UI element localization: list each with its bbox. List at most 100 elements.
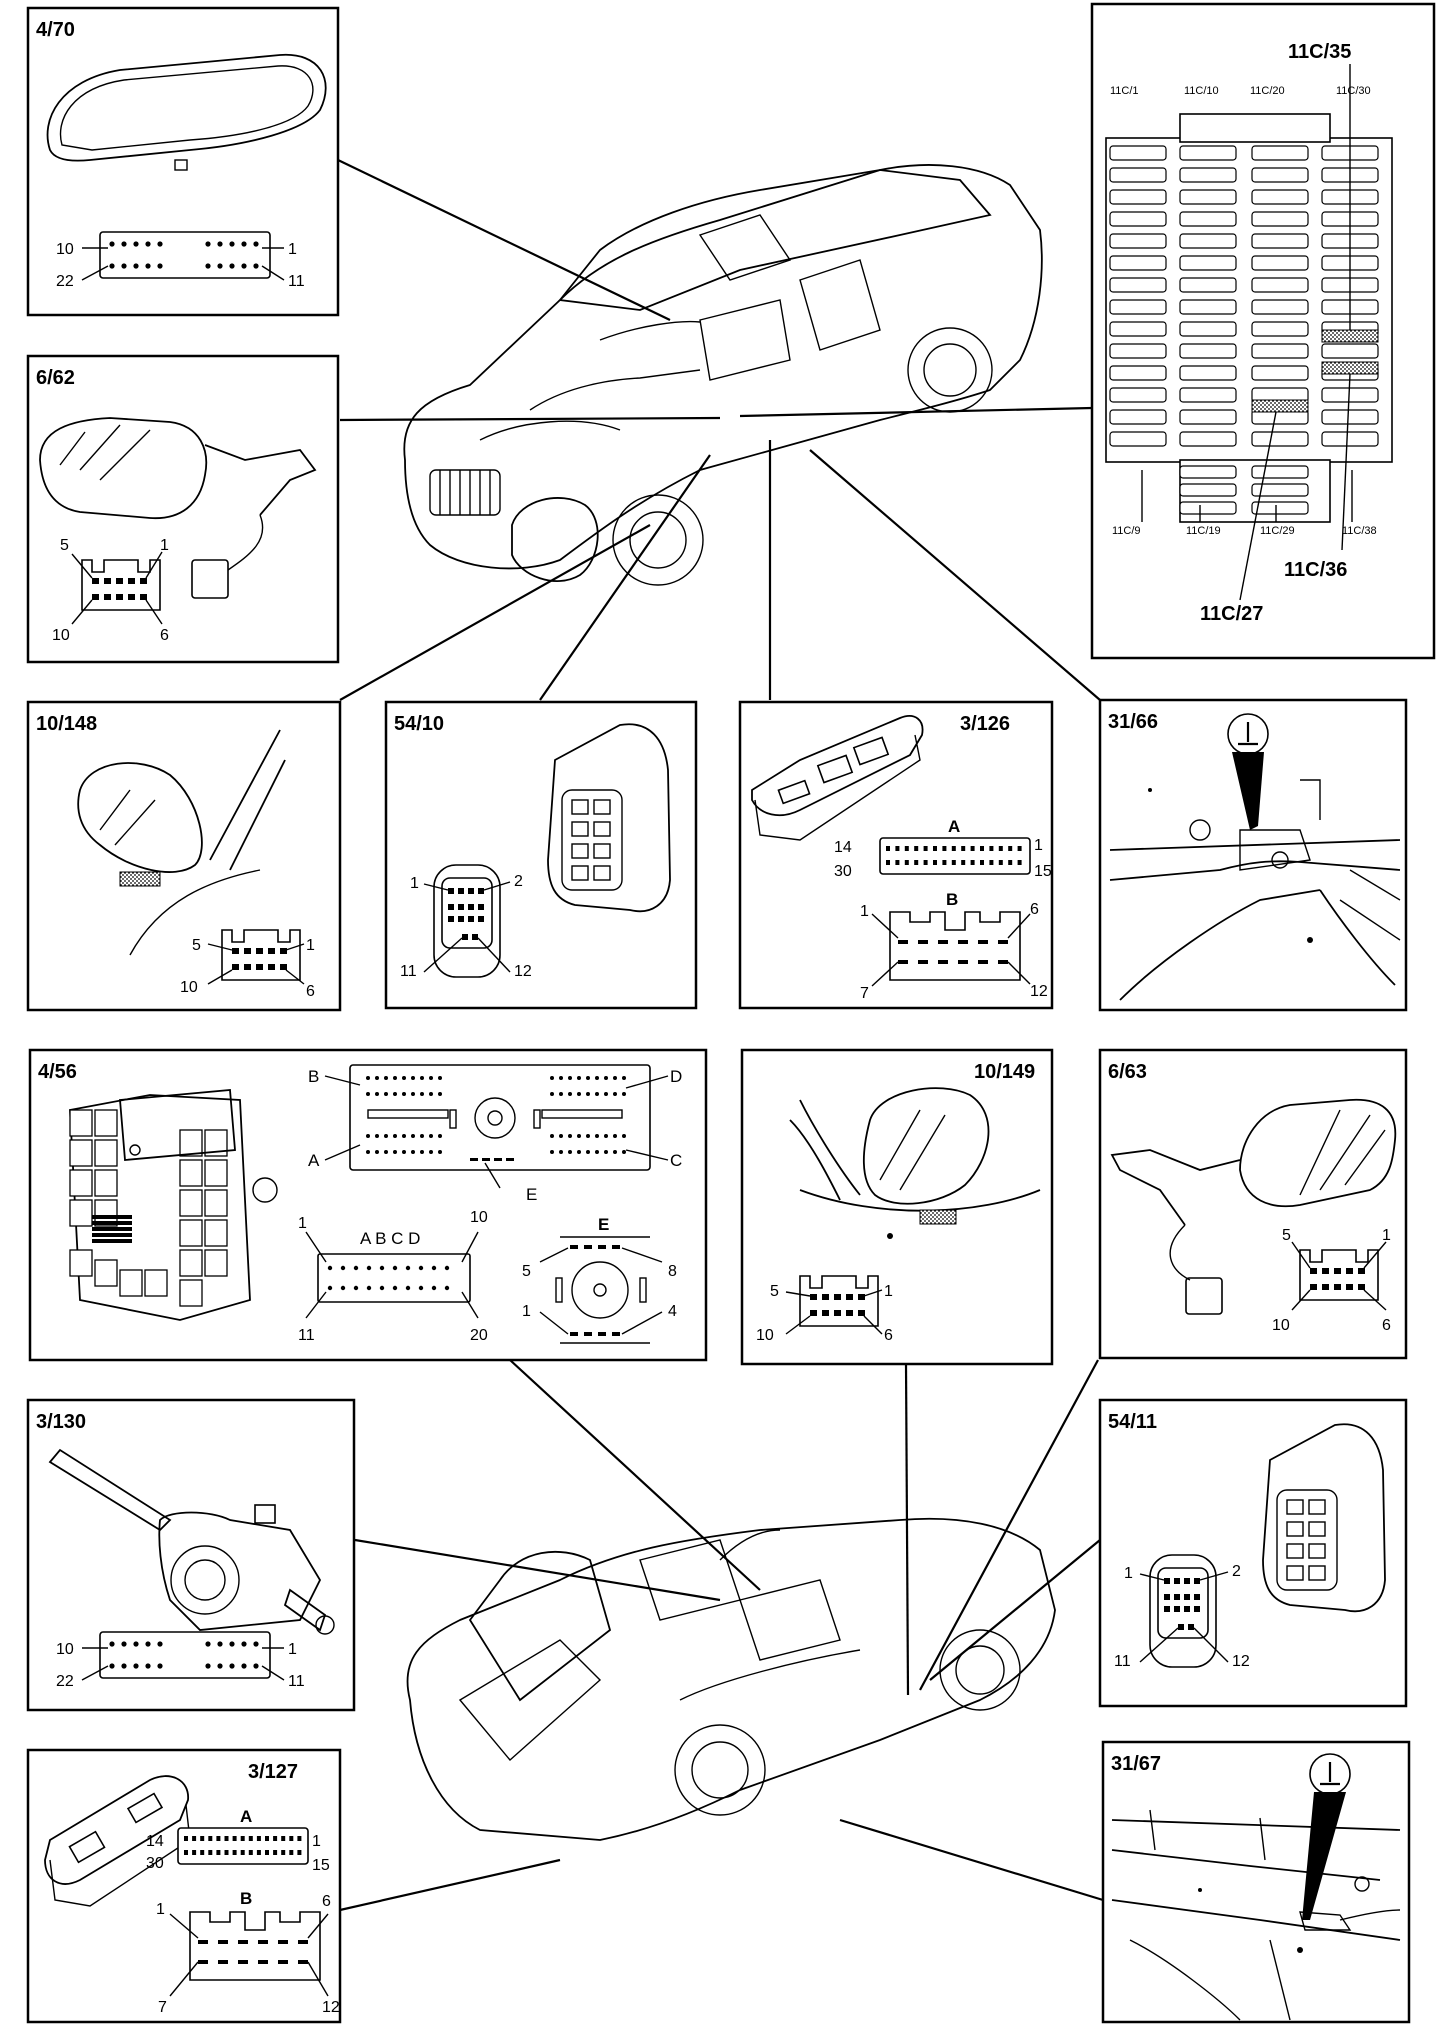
svg-text:A: A bbox=[948, 817, 960, 836]
svg-text:1: 1 bbox=[522, 1303, 531, 1320]
svg-text:A: A bbox=[240, 1807, 252, 1826]
svg-text:1: 1 bbox=[410, 875, 419, 892]
svg-text:11: 11 bbox=[400, 963, 417, 980]
svg-text:1: 1 bbox=[288, 1641, 297, 1658]
svg-text:E: E bbox=[526, 1185, 537, 1204]
svg-text:11C/10: 11C/10 bbox=[1184, 85, 1219, 97]
connector-10-pin: 5 1 10 6 bbox=[52, 537, 169, 644]
steering-column-switch-icon bbox=[48, 1448, 335, 1635]
car-rear-view bbox=[406, 1517, 1056, 1841]
svg-text:12: 12 bbox=[322, 1999, 340, 2016]
svg-text:30: 30 bbox=[146, 1855, 164, 1872]
svg-text:6: 6 bbox=[306, 983, 315, 1000]
panel-54-11: 54/11 1 2 11 12 bbox=[1098, 1398, 1408, 1708]
svg-text:6: 6 bbox=[322, 1893, 331, 1910]
svg-text:1: 1 bbox=[1382, 1227, 1391, 1244]
svg-text:11C/19: 11C/19 bbox=[1186, 525, 1221, 537]
svg-text:5: 5 bbox=[522, 1263, 531, 1280]
svg-text:11C/36: 11C/36 bbox=[1284, 559, 1347, 581]
svg-text:15: 15 bbox=[1034, 863, 1052, 880]
svg-text:14: 14 bbox=[146, 1833, 164, 1850]
svg-text:11C/30: 11C/30 bbox=[1336, 85, 1371, 97]
svg-text:D: D bbox=[670, 1067, 682, 1086]
svg-text:10: 10 bbox=[56, 241, 74, 258]
svg-text:10: 10 bbox=[756, 1327, 774, 1344]
svg-text:6: 6 bbox=[884, 1327, 893, 1344]
panel-10-148: 10/148 5 1 10 6 bbox=[26, 700, 342, 1012]
svg-text:A B C D: A B C D bbox=[360, 1229, 420, 1248]
svg-text:7: 7 bbox=[158, 1999, 167, 2016]
svg-text:54/10: 54/10 bbox=[394, 713, 444, 735]
svg-text:10/149: 10/149 bbox=[974, 1061, 1035, 1083]
connector-b-12-pin: 1 6 7 12 bbox=[156, 1893, 340, 2016]
panel-11c-fuse-box: 11C/35 11C/1 11C/10 11C/20 11C/30 11C/9 … bbox=[1090, 2, 1436, 660]
side-mirror-interior-icon bbox=[77, 729, 286, 956]
svg-text:10: 10 bbox=[52, 627, 70, 644]
svg-text:11C/35: 11C/35 bbox=[1288, 41, 1351, 63]
svg-text:11C/29: 11C/29 bbox=[1260, 525, 1295, 537]
side-mirror-right-icon bbox=[1110, 1098, 1397, 1315]
leader-lines bbox=[337, 159, 1104, 1912]
pin-dots bbox=[109, 241, 259, 269]
svg-text:1: 1 bbox=[160, 537, 169, 554]
side-mirror-interior-icon bbox=[789, 1087, 1041, 1239]
svg-text:A: A bbox=[308, 1151, 320, 1170]
svg-text:22: 22 bbox=[56, 1673, 74, 1690]
svg-text:B: B bbox=[308, 1067, 319, 1086]
chassis-ground-point-art bbox=[1111, 1809, 1401, 2021]
panel-3-130: 3/130 10 1 22 11 bbox=[26, 1398, 356, 1712]
connector-a-30-pin: 14 1 30 15 bbox=[146, 1827, 330, 1874]
cem-connector-block: B D A C E bbox=[308, 1064, 682, 1204]
svg-text:11C/1: 11C/1 bbox=[1110, 85, 1139, 97]
svg-text:2: 2 bbox=[514, 873, 523, 890]
svg-text:7: 7 bbox=[860, 985, 869, 1002]
svg-text:1: 1 bbox=[156, 1901, 165, 1918]
svg-text:10: 10 bbox=[1272, 1317, 1290, 1334]
svg-text:C: C bbox=[670, 1151, 682, 1170]
connector-22-pin: 10 1 22 11 bbox=[56, 231, 305, 290]
connector-12-pin-round: 1 2 11 12 bbox=[400, 864, 532, 980]
svg-text:10: 10 bbox=[56, 1641, 74, 1658]
svg-text:3/126: 3/126 bbox=[960, 713, 1010, 735]
connector-a-30-pin: 14 1 30 15 bbox=[834, 837, 1052, 880]
svg-text:1: 1 bbox=[288, 241, 297, 258]
svg-text:2: 2 bbox=[1232, 1563, 1241, 1580]
connector-10-pin: 5 1 10 6 bbox=[756, 1275, 893, 1344]
svg-text:1: 1 bbox=[860, 903, 869, 920]
svg-text:E: E bbox=[598, 1215, 609, 1234]
svg-text:4: 4 bbox=[668, 1303, 677, 1320]
ground-symbol-icon bbox=[1302, 1753, 1351, 1920]
svg-text:4/56: 4/56 bbox=[38, 1061, 77, 1083]
svg-text:6: 6 bbox=[1030, 901, 1039, 918]
connector-12-pin-round: 1 2 11 12 bbox=[1114, 1554, 1250, 1670]
svg-text:11C/38: 11C/38 bbox=[1342, 525, 1377, 537]
connector-10-pin: 5 1 10 6 bbox=[1272, 1227, 1391, 1334]
svg-text:1: 1 bbox=[298, 1215, 307, 1232]
panel-6-62: 6/62 5 1 10 6 bbox=[26, 354, 340, 664]
svg-text:22: 22 bbox=[56, 273, 74, 290]
svg-text:1: 1 bbox=[884, 1283, 893, 1300]
car-front-view bbox=[403, 164, 1043, 586]
svg-text:10: 10 bbox=[180, 979, 198, 996]
panel-code: 4/70 bbox=[36, 19, 75, 41]
svg-text:54/11: 54/11 bbox=[1108, 1411, 1157, 1433]
rearview-mirror-icon bbox=[46, 54, 327, 171]
svg-text:1: 1 bbox=[312, 1833, 321, 1850]
svg-text:12: 12 bbox=[1030, 983, 1048, 1000]
svg-text:14: 14 bbox=[834, 839, 852, 856]
panel-4-70: 4/70 10 1 22 11 bbox=[26, 6, 340, 317]
svg-text:6: 6 bbox=[160, 627, 169, 644]
window-switch-panel-icon bbox=[751, 715, 924, 841]
svg-text:15: 15 bbox=[312, 1857, 330, 1874]
panel-31-66: 31/66 bbox=[1098, 698, 1408, 1012]
switch-module-icon bbox=[1262, 1423, 1386, 1613]
svg-text:10: 10 bbox=[470, 1209, 488, 1226]
panel-3-126: 3/126 A 14 1 30 15 B 1 6 7 12 bbox=[738, 700, 1054, 1010]
svg-text:1: 1 bbox=[1124, 1565, 1133, 1582]
panel-54-10: 54/10 1 2 11 12 bbox=[384, 700, 698, 1010]
connector-e-8-pin: E 5 8 1 4 bbox=[522, 1215, 677, 1344]
svg-text:3/130: 3/130 bbox=[36, 1411, 86, 1433]
chassis-ground-point-art bbox=[1109, 779, 1401, 1001]
svg-text:6/63: 6/63 bbox=[1108, 1061, 1147, 1083]
